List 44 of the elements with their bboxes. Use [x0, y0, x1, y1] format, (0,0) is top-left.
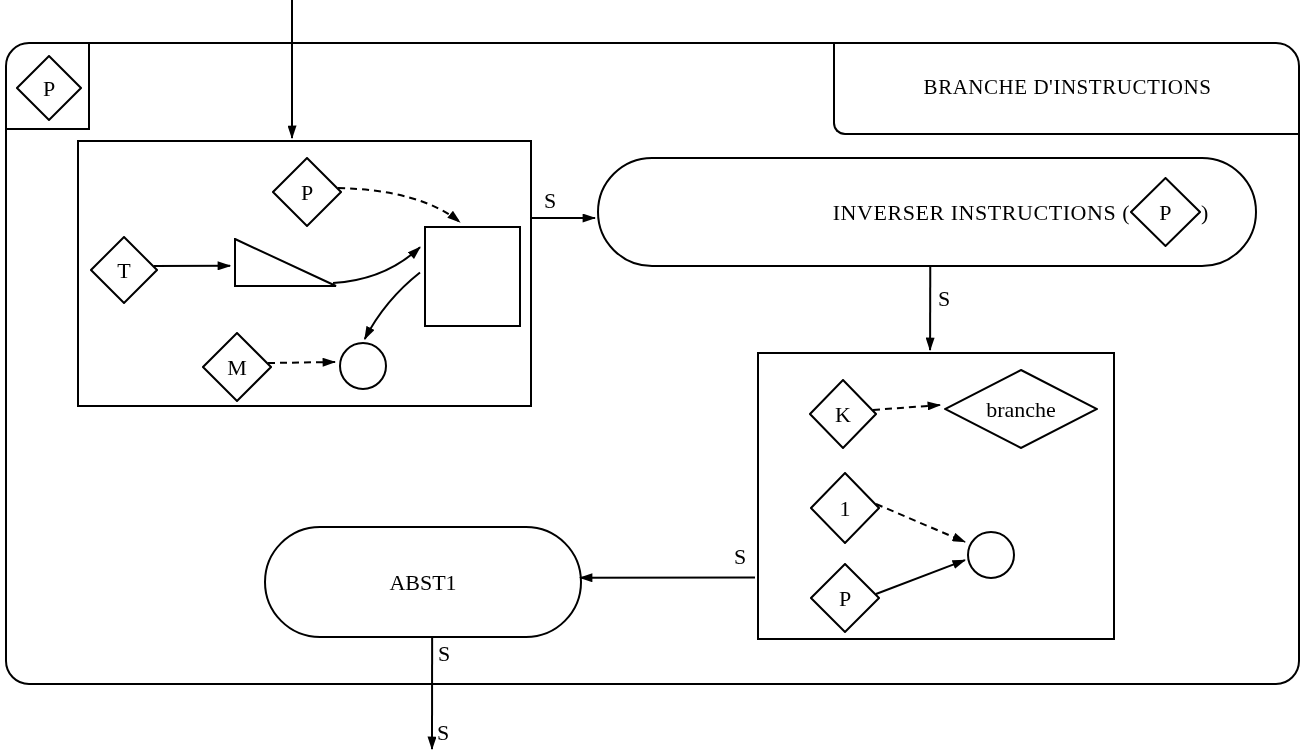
arrow: [153, 261, 232, 271]
node-label: BRANCHE D'INSTRUCTIONS: [923, 73, 1212, 101]
node-label: P: [1159, 198, 1172, 227]
decision-diamond: [810, 563, 880, 633]
decision-diamond: [16, 55, 82, 121]
process-box: [77, 140, 532, 407]
node-label: K: [835, 400, 851, 429]
arrow: [337, 187, 461, 223]
arrow: [287, 0, 297, 140]
outer-frame: [5, 42, 1300, 685]
arrow: [872, 401, 942, 411]
decision-diamond: [202, 332, 272, 402]
decision-diamond: [809, 379, 877, 449]
node-label: P: [42, 74, 56, 103]
decision-diamond: [90, 236, 158, 304]
arrow: [332, 246, 421, 284]
node-label: ABST1: [389, 568, 457, 597]
process-terminator: [597, 157, 1257, 267]
arrow: [267, 357, 337, 367]
arrow: [875, 503, 966, 543]
triangle: [234, 238, 337, 287]
node-label: P: [300, 178, 314, 207]
arrow: [875, 559, 966, 595]
process-box: [757, 352, 1115, 640]
decision-diamond: [810, 472, 880, 544]
corner-box: [7, 44, 90, 130]
decision-diamond: [1130, 177, 1202, 247]
node-label: ): [1201, 198, 1209, 227]
node-label: branche: [986, 395, 1056, 424]
process-terminator: [264, 526, 582, 638]
node-label: T: [117, 256, 131, 285]
arrow: [363, 271, 421, 340]
node-label: INVERSER INSTRUCTIONS (: [832, 198, 1131, 227]
title-tab: [833, 42, 1300, 135]
signal-label: S: [432, 722, 454, 749]
node-label: P: [838, 584, 852, 613]
node-label: 1: [839, 494, 851, 523]
arrow: [925, 264, 935, 352]
arrow: [427, 635, 437, 751]
decision-diamond: [944, 369, 1098, 449]
process-box: [424, 226, 521, 327]
decision-diamond: [272, 157, 342, 227]
node-label: M: [227, 353, 247, 382]
arrow: [529, 213, 597, 223]
